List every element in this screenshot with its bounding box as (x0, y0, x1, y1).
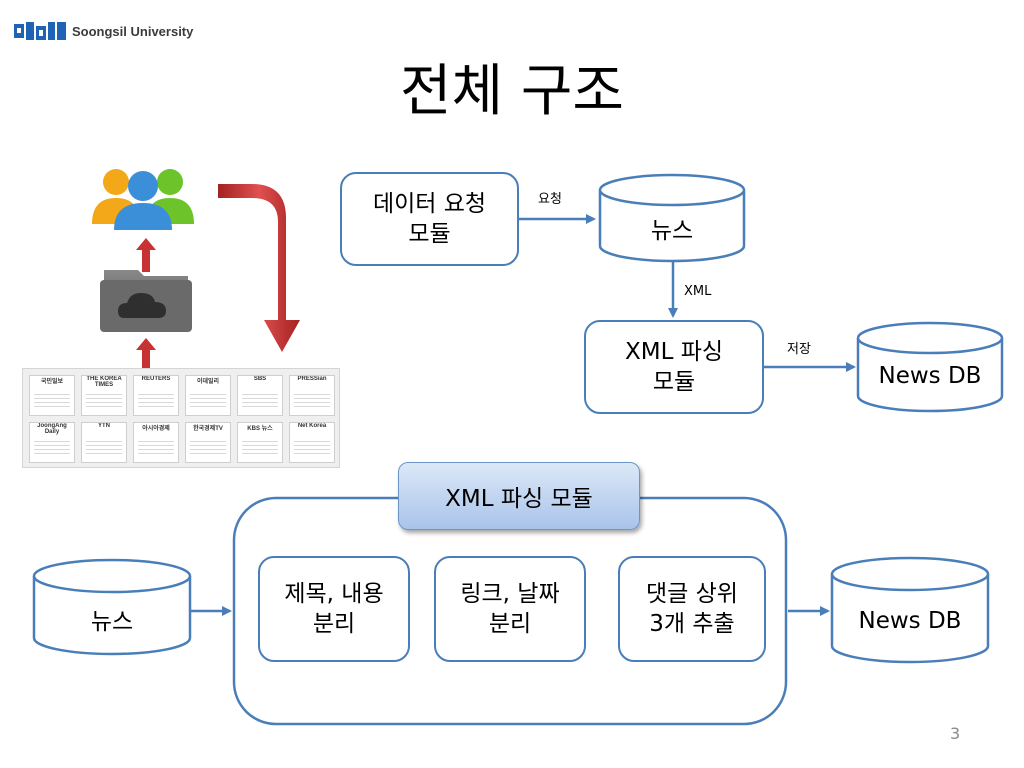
news-logo-tile: 아시아경제 (133, 422, 179, 463)
store-arrow-label: 저장 (787, 342, 811, 357)
ssu-logo-mark-icon (14, 22, 66, 40)
news-sites-thumbnail-grid: 국민일보 THE KOREA TIMES REUTERS 이데일리 SBS PR… (22, 368, 340, 468)
output-news-db-label: News DB (858, 608, 962, 634)
news-logo-tile: KBS 뉴스 (237, 422, 283, 463)
news-logo-tile: JoongAng Daily (29, 422, 75, 463)
university-logo: Soongsil University (14, 20, 193, 42)
users-group-icon (92, 169, 194, 230)
step-title-content-box: 제목, 내용 분리 (258, 556, 410, 662)
input-news-label: 뉴스 (90, 609, 134, 635)
logo-text: Soongsil University (72, 23, 194, 39)
slide-title: 전체 구조 (400, 59, 624, 124)
up-arrow-folder-to-users (136, 238, 156, 272)
news-db-output-label: News DB (878, 363, 982, 389)
request-arrow-label: 요청 (538, 192, 562, 207)
news-db-cylinder-input (32, 558, 192, 656)
news-db-cylinder-bottom (830, 556, 990, 664)
news-logo-tile: REUTERS (133, 375, 179, 416)
news-db-label: 뉴스 (650, 218, 694, 244)
news-logo-tile: THE KOREA TIMES (81, 375, 127, 416)
data-request-module-box: 데이터 요청 모듈 (340, 172, 519, 266)
news-logo-tile: SBS (237, 375, 283, 416)
news-logo-tile: PRESSian (289, 375, 335, 416)
red-curved-arrow (218, 184, 300, 352)
xml-parse-module-header: XML 파싱 모듈 (398, 462, 640, 530)
step-top-comments-box: 댓글 상위 3개 추출 (618, 556, 766, 662)
news-logo-tile: 이데일리 (185, 375, 231, 416)
news-db-cylinder-output (856, 321, 1004, 413)
step-link-date-box: 링크, 날짜 분리 (434, 556, 586, 662)
news-logo-tile: YTN (81, 422, 127, 463)
cloud-folder-icon (100, 270, 192, 332)
news-logo-tile: Net Korea (289, 422, 335, 463)
news-logo-tile: 국민일보 (29, 375, 75, 416)
up-arrow-news-to-folder (136, 338, 156, 372)
page-number: 3 (950, 724, 961, 743)
news-db-cylinder-top (598, 173, 746, 263)
xml-parse-module-box: XML 파싱 모듈 (584, 320, 764, 414)
xml-arrow-label: XML (684, 284, 712, 299)
news-logo-tile: 한국경제TV (185, 422, 231, 463)
